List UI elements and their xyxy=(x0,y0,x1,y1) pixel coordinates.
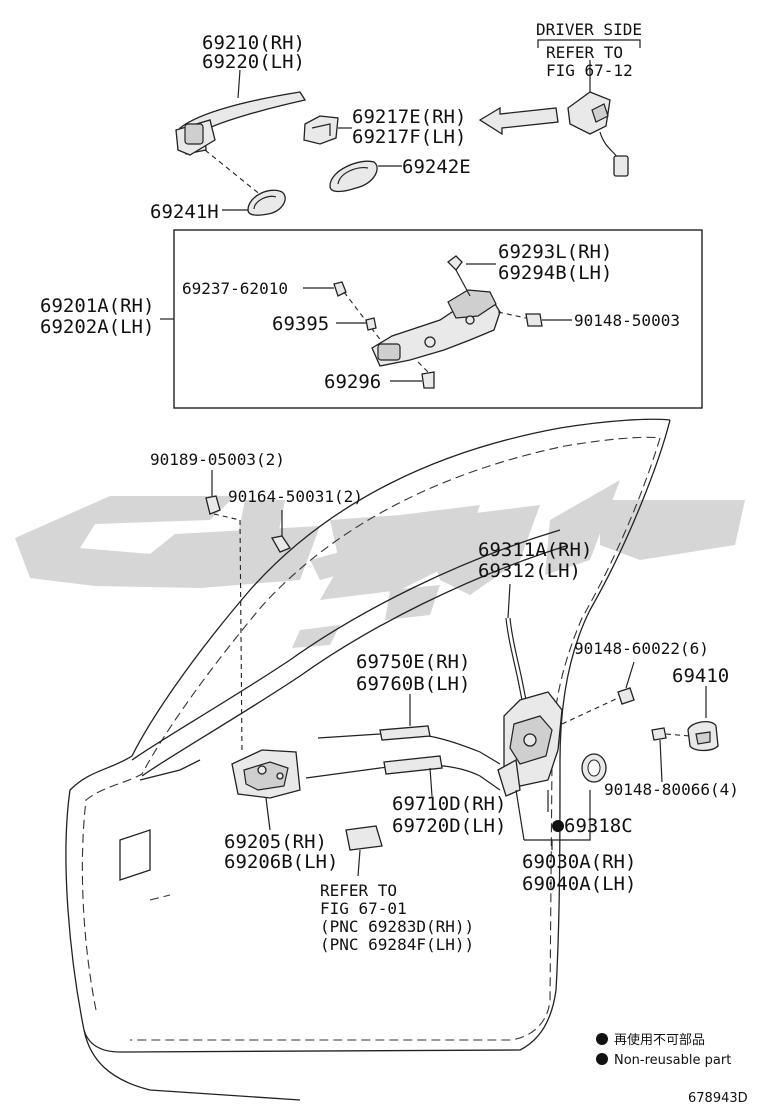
inner-handle-diagram xyxy=(231,749,301,831)
rod-rh-label: 69311A(RH) xyxy=(478,539,592,561)
rod-diagram xyxy=(505,583,527,701)
frame-bolt-label: 90148-50003 xyxy=(574,311,680,330)
refer-inner-line4: (PNC 69284F(LH)) xyxy=(320,935,474,954)
frame-clip-label: 69237-62010 xyxy=(182,279,288,298)
rod-lh-label: 69312(LH) xyxy=(478,560,581,582)
gasket-label: 69241H xyxy=(150,201,219,223)
screw-top-diagram xyxy=(270,510,291,553)
spring-lh-label: 69294B(LH) xyxy=(498,262,612,284)
bolt-top-diagram xyxy=(205,470,243,753)
non-reusable-marker xyxy=(552,820,564,832)
striker-diagram xyxy=(651,686,719,783)
cylinder-cover-rh-label: 69217E(RH) xyxy=(352,106,466,128)
legend-en: Non-reusable part xyxy=(614,1053,731,1068)
refer-inner-line3: (PNC 69283D(RH)) xyxy=(320,917,474,936)
handle-lh-label: 69220(LH) xyxy=(202,51,305,73)
figure-id: 678943D xyxy=(688,1091,748,1106)
lock-screw-label: 90148-60022(6) xyxy=(574,639,709,658)
lock-cylinder-diagram xyxy=(567,60,629,177)
inner-handle-lh-label: 69206B(LH) xyxy=(224,851,338,873)
lock-assy-lh-label: 69040A(LH) xyxy=(522,873,636,895)
lock-screw-diagram xyxy=(561,661,635,725)
cable-upper-lh-label: 69760B(LH) xyxy=(356,673,470,695)
refer-inner-line1: REFER TO xyxy=(320,881,397,900)
seal-label: 69318C xyxy=(564,815,633,837)
frame-assy-lh-label: 69202A(LH) xyxy=(40,316,154,338)
lock-assy-rh-label: 69030A(RH) xyxy=(522,851,636,873)
cylinder-cover-diagram xyxy=(303,115,352,145)
handle-rh-label: 69210(RH) xyxy=(202,32,305,54)
frame-plug-label: 69395 xyxy=(272,313,329,335)
cable-upper-rh-label: 69750E(RH) xyxy=(356,651,470,673)
direction-arrow xyxy=(478,106,559,136)
pad-diagram xyxy=(329,160,402,193)
screw-top-label: 90164-50031(2) xyxy=(228,487,363,506)
bezel-diagram xyxy=(345,825,383,877)
refer-cyl-line1: REFER TO xyxy=(546,43,623,62)
gasket-diagram xyxy=(222,189,286,216)
bolt-top-label: 90189-05003(2) xyxy=(150,450,285,469)
outside-handle-diagram xyxy=(175,69,307,197)
watermark-logo xyxy=(15,480,745,648)
frame-screw-label: 69296 xyxy=(324,371,381,393)
striker-screw-label: 90148-80066(4) xyxy=(604,780,739,799)
door-lock-diagram xyxy=(497,691,591,850)
cylinder-cover-lh-label: 69217F(LH) xyxy=(352,126,466,148)
frame-assy-rh-label: 69201A(RH) xyxy=(40,295,154,317)
door-outline xyxy=(65,418,671,1101)
striker-label: 69410 xyxy=(672,665,729,687)
refer-cyl-line2: FIG 67-12 xyxy=(546,61,633,80)
spring-rh-label: 69293L(RH) xyxy=(498,241,612,263)
cable-lower-rh-label: 69710D(RH) xyxy=(392,793,506,815)
driver-side-label: DRIVER SIDE xyxy=(536,20,642,39)
legend xyxy=(596,1033,608,1065)
refer-inner-line2: FIG 67-01 xyxy=(320,899,407,918)
cable-lower-lh-label: 69720D(LH) xyxy=(392,815,506,837)
seal-diagram xyxy=(581,753,607,783)
legend-jp: 再使用不可部品 xyxy=(614,1032,705,1048)
pad-label: 69242E xyxy=(402,156,471,178)
inner-handle-rh-label: 69205(RH) xyxy=(224,831,327,853)
refer-bracket xyxy=(537,39,641,48)
frame-diagram xyxy=(303,255,572,389)
cable-upper-diagram xyxy=(317,694,501,765)
cable-lower-diagram xyxy=(305,755,501,797)
